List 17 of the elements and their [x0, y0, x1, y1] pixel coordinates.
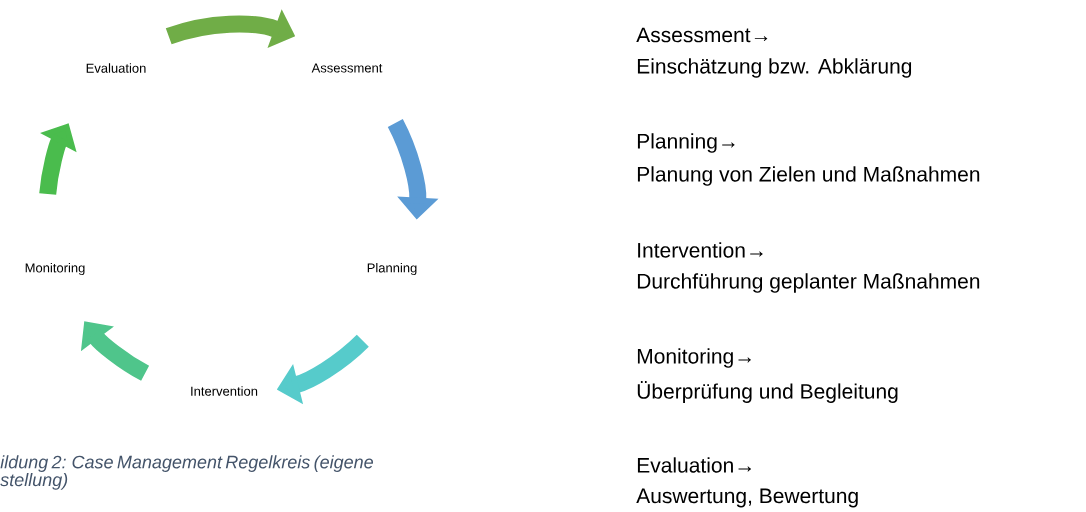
curved-arrow — [80, 321, 150, 381]
text-line: Evaluation→ — [637, 457, 751, 473]
text-line: Auswertung, Bewertung — [636, 488, 858, 508]
text-line: Monitoring→ — [637, 348, 751, 368]
figure-caption: ildung 2: Case Management Regelkreis (eigene stellung) — [0, 455, 373, 490]
text-line: Einschätzung bzw. Abklärung — [637, 58, 912, 78]
stage-label: Intervention — [191, 386, 258, 396]
text-line: Planning→ — [637, 133, 735, 153]
text-line: Überprüfung und Begleitung — [637, 381, 898, 403]
stage-label: Planning — [367, 262, 417, 276]
stage-label: Assessment — [311, 63, 383, 73]
text-line: Planung von Zielen und Maßnahmen — [637, 166, 980, 186]
text-line: Assessment→ — [636, 27, 768, 43]
text-line: Intervention→ — [638, 242, 763, 258]
text-line: Durchführung geplanter Maßnahmen — [637, 273, 980, 293]
stage-label: Evaluation — [86, 63, 146, 73]
stage-label: Monitoring — [25, 262, 85, 276]
